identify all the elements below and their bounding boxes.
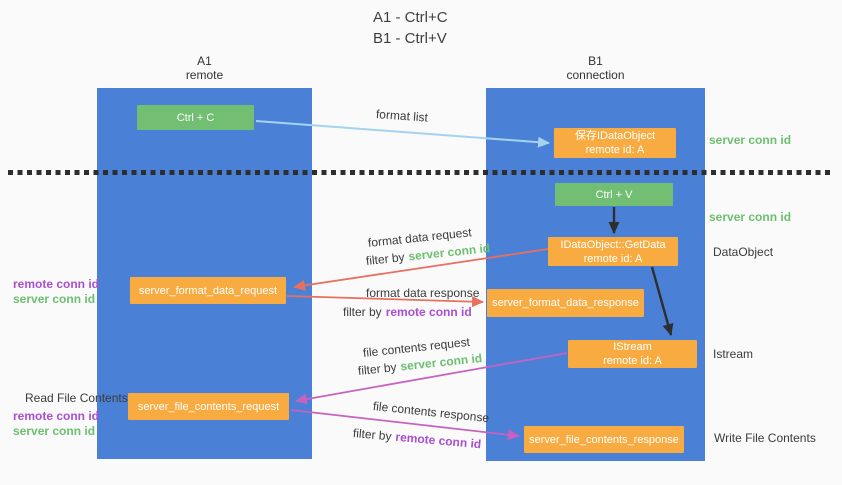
lifeline-b1-name: B1: [588, 54, 603, 68]
node-file-request-label: server_file_contents_request: [137, 400, 280, 413]
server-conn-id-label: server conn id: [13, 292, 96, 306]
node-save-idataobject-line1: 保存IDataObject: [574, 130, 656, 142]
node-istream-line2: remote id: A: [603, 355, 662, 367]
title-line-2: B1 - Ctrl+V: [373, 30, 447, 47]
node-save-idataobject: 保存IDataObject remote id: A: [554, 128, 676, 158]
annotation-write-file-contents: Write File Contents: [714, 431, 816, 445]
annotation-dataobject: DataObject: [713, 245, 774, 259]
node-file-response-label: server_file_contents_response: [529, 433, 679, 446]
node-ctrl-v: Ctrl + V: [555, 183, 673, 206]
annotation-istream: Istream: [713, 347, 754, 361]
filter-by-text: filter by: [352, 426, 393, 444]
node-server-file-contents-response: server_file_contents_response: [524, 426, 684, 453]
label-file-contents-response: file contents response: [372, 399, 490, 426]
node-format-response-label: server_format_data_response: [492, 297, 639, 309]
node-getdata-line2: remote id: A: [583, 252, 643, 265]
lifeline-a1-role: remote: [185, 68, 224, 82]
node-getdata-line1: IDataObject::GetData: [560, 238, 666, 251]
phase-separator-dotted-line: [8, 170, 834, 175]
lifeline-header-a1: A1 remote: [97, 54, 312, 82]
remote-conn-id-label: remote conn id: [13, 277, 100, 291]
node-ctrl-c: Ctrl + C: [137, 105, 254, 130]
annotation-server-conn-id-top: server conn id: [709, 133, 792, 147]
filter-by-text: filter by: [343, 305, 382, 319]
remote-conn-id-label: remote conn id: [13, 409, 100, 423]
title-line-1: A1 - Ctrl+C: [373, 9, 448, 26]
label-format-data-response: format data response: [366, 286, 480, 300]
annotation-left-conn-pair-top: remote conn id server conn id: [13, 277, 100, 307]
lifeline-header-b1: B1 connection: [486, 54, 705, 82]
node-server-format-data-request: server_format_data_request: [130, 277, 286, 304]
label-format-list: format list: [375, 107, 429, 125]
server-conn-id-label: server conn id: [13, 424, 96, 438]
node-save-idataobject-line2: remote id: A: [585, 144, 645, 156]
diagram-title: A1 - Ctrl+C B1 - Ctrl+V: [373, 7, 448, 49]
remote-conn-id-text: remote conn id: [385, 305, 472, 319]
annotation-server-conn-id-mid: server conn id: [709, 210, 792, 224]
annotation-read-file-contents: Read File Contents: [25, 391, 128, 405]
node-istream-line1: IStream: [613, 341, 652, 353]
filter-by-text: filter by: [357, 359, 398, 378]
node-format-request-label: server_format_data_request: [138, 284, 278, 297]
filter-by-text: filter by: [365, 249, 406, 268]
node-server-file-contents-request: server_file_contents_request: [128, 393, 289, 420]
lifeline-b1-role: connection: [566, 68, 625, 82]
node-ctrl-c-label: Ctrl + C: [176, 111, 215, 124]
annotation-left-conn-pair-bottom: remote conn id server conn id: [13, 409, 100, 439]
remote-conn-id-text: remote conn id: [394, 429, 482, 452]
lifeline-a1-name: A1: [197, 54, 212, 68]
node-idataobject-getdata: IDataObject::GetData remote id: A: [548, 237, 678, 266]
node-ctrl-v-label: Ctrl + V: [595, 188, 633, 201]
node-istream: IStream remote id: A: [568, 340, 697, 368]
node-server-format-data-response: server_format_data_response: [487, 289, 644, 317]
